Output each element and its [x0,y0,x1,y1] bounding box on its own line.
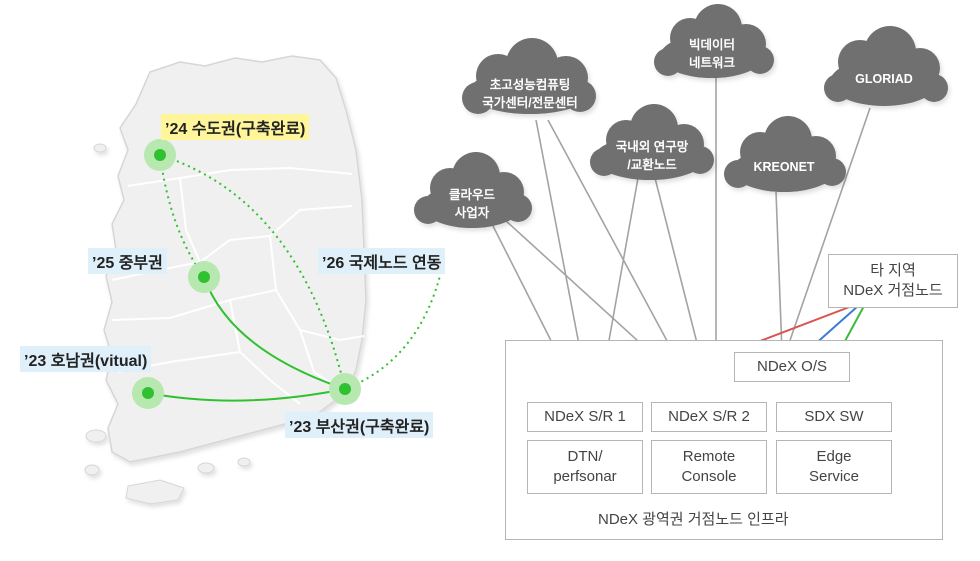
link-busan-intl-dotted [344,267,443,390]
sdx-sw-box[interactable]: SDX SW [776,402,892,432]
node-jungbu[interactable] [188,261,220,293]
dtn-perfsonar-box[interactable]: DTN/perfsonar [527,440,643,494]
other-region-node-box[interactable]: 타 지역 NDeX 거점노드 [828,254,958,308]
infra-title: NDeX 광역권 거점노드 인프라 [598,511,789,528]
label-intl: ’26 국제노드 연동 [318,248,446,274]
cloud-cloudbiz[interactable] [414,152,532,228]
cloud-kreonet-text: KREONET [753,160,815,174]
link-gloriad-os [785,107,871,353]
map-nodes [132,139,361,409]
link-jungbu-busan [203,276,346,390]
node-honam[interactable] [132,377,164,409]
ndex-os-box[interactable]: NDeX O/S [734,352,850,382]
label-busan: ’23 부산권(구축완료) [285,412,434,438]
cloud-research[interactable] [590,104,714,180]
cloud-hpc[interactable] [462,38,596,114]
ndex-sr1-box[interactable]: NDeX S/R 1 [527,402,643,432]
link-honam-busan [147,388,346,402]
cloud-gloriad[interactable] [824,26,948,106]
ndex-sr2-box[interactable]: NDeX S/R 2 [651,402,767,432]
cloud-research-text: 국내외 연구망/교환노드 [615,140,689,172]
cloud-kreonet[interactable] [724,116,846,192]
link-kreonet-os [775,191,783,353]
label-jungbu: ’25 중부권 [88,248,167,274]
other-region-line1: 타 지역 [870,262,916,279]
cloud-bigdata[interactable] [654,4,774,78]
cloud-gloriad-text: GLORIAD [855,72,913,86]
node-sudo[interactable] [144,139,176,171]
other-region-line2: NDeX 거점노드 [843,282,943,299]
label-honam: ’23 호남권(vitual) [20,346,152,372]
map-links [147,154,443,402]
node-busan[interactable] [329,373,361,405]
clouds [414,4,948,228]
label-sudo: ’24 수도권(구축완료) [161,114,310,140]
